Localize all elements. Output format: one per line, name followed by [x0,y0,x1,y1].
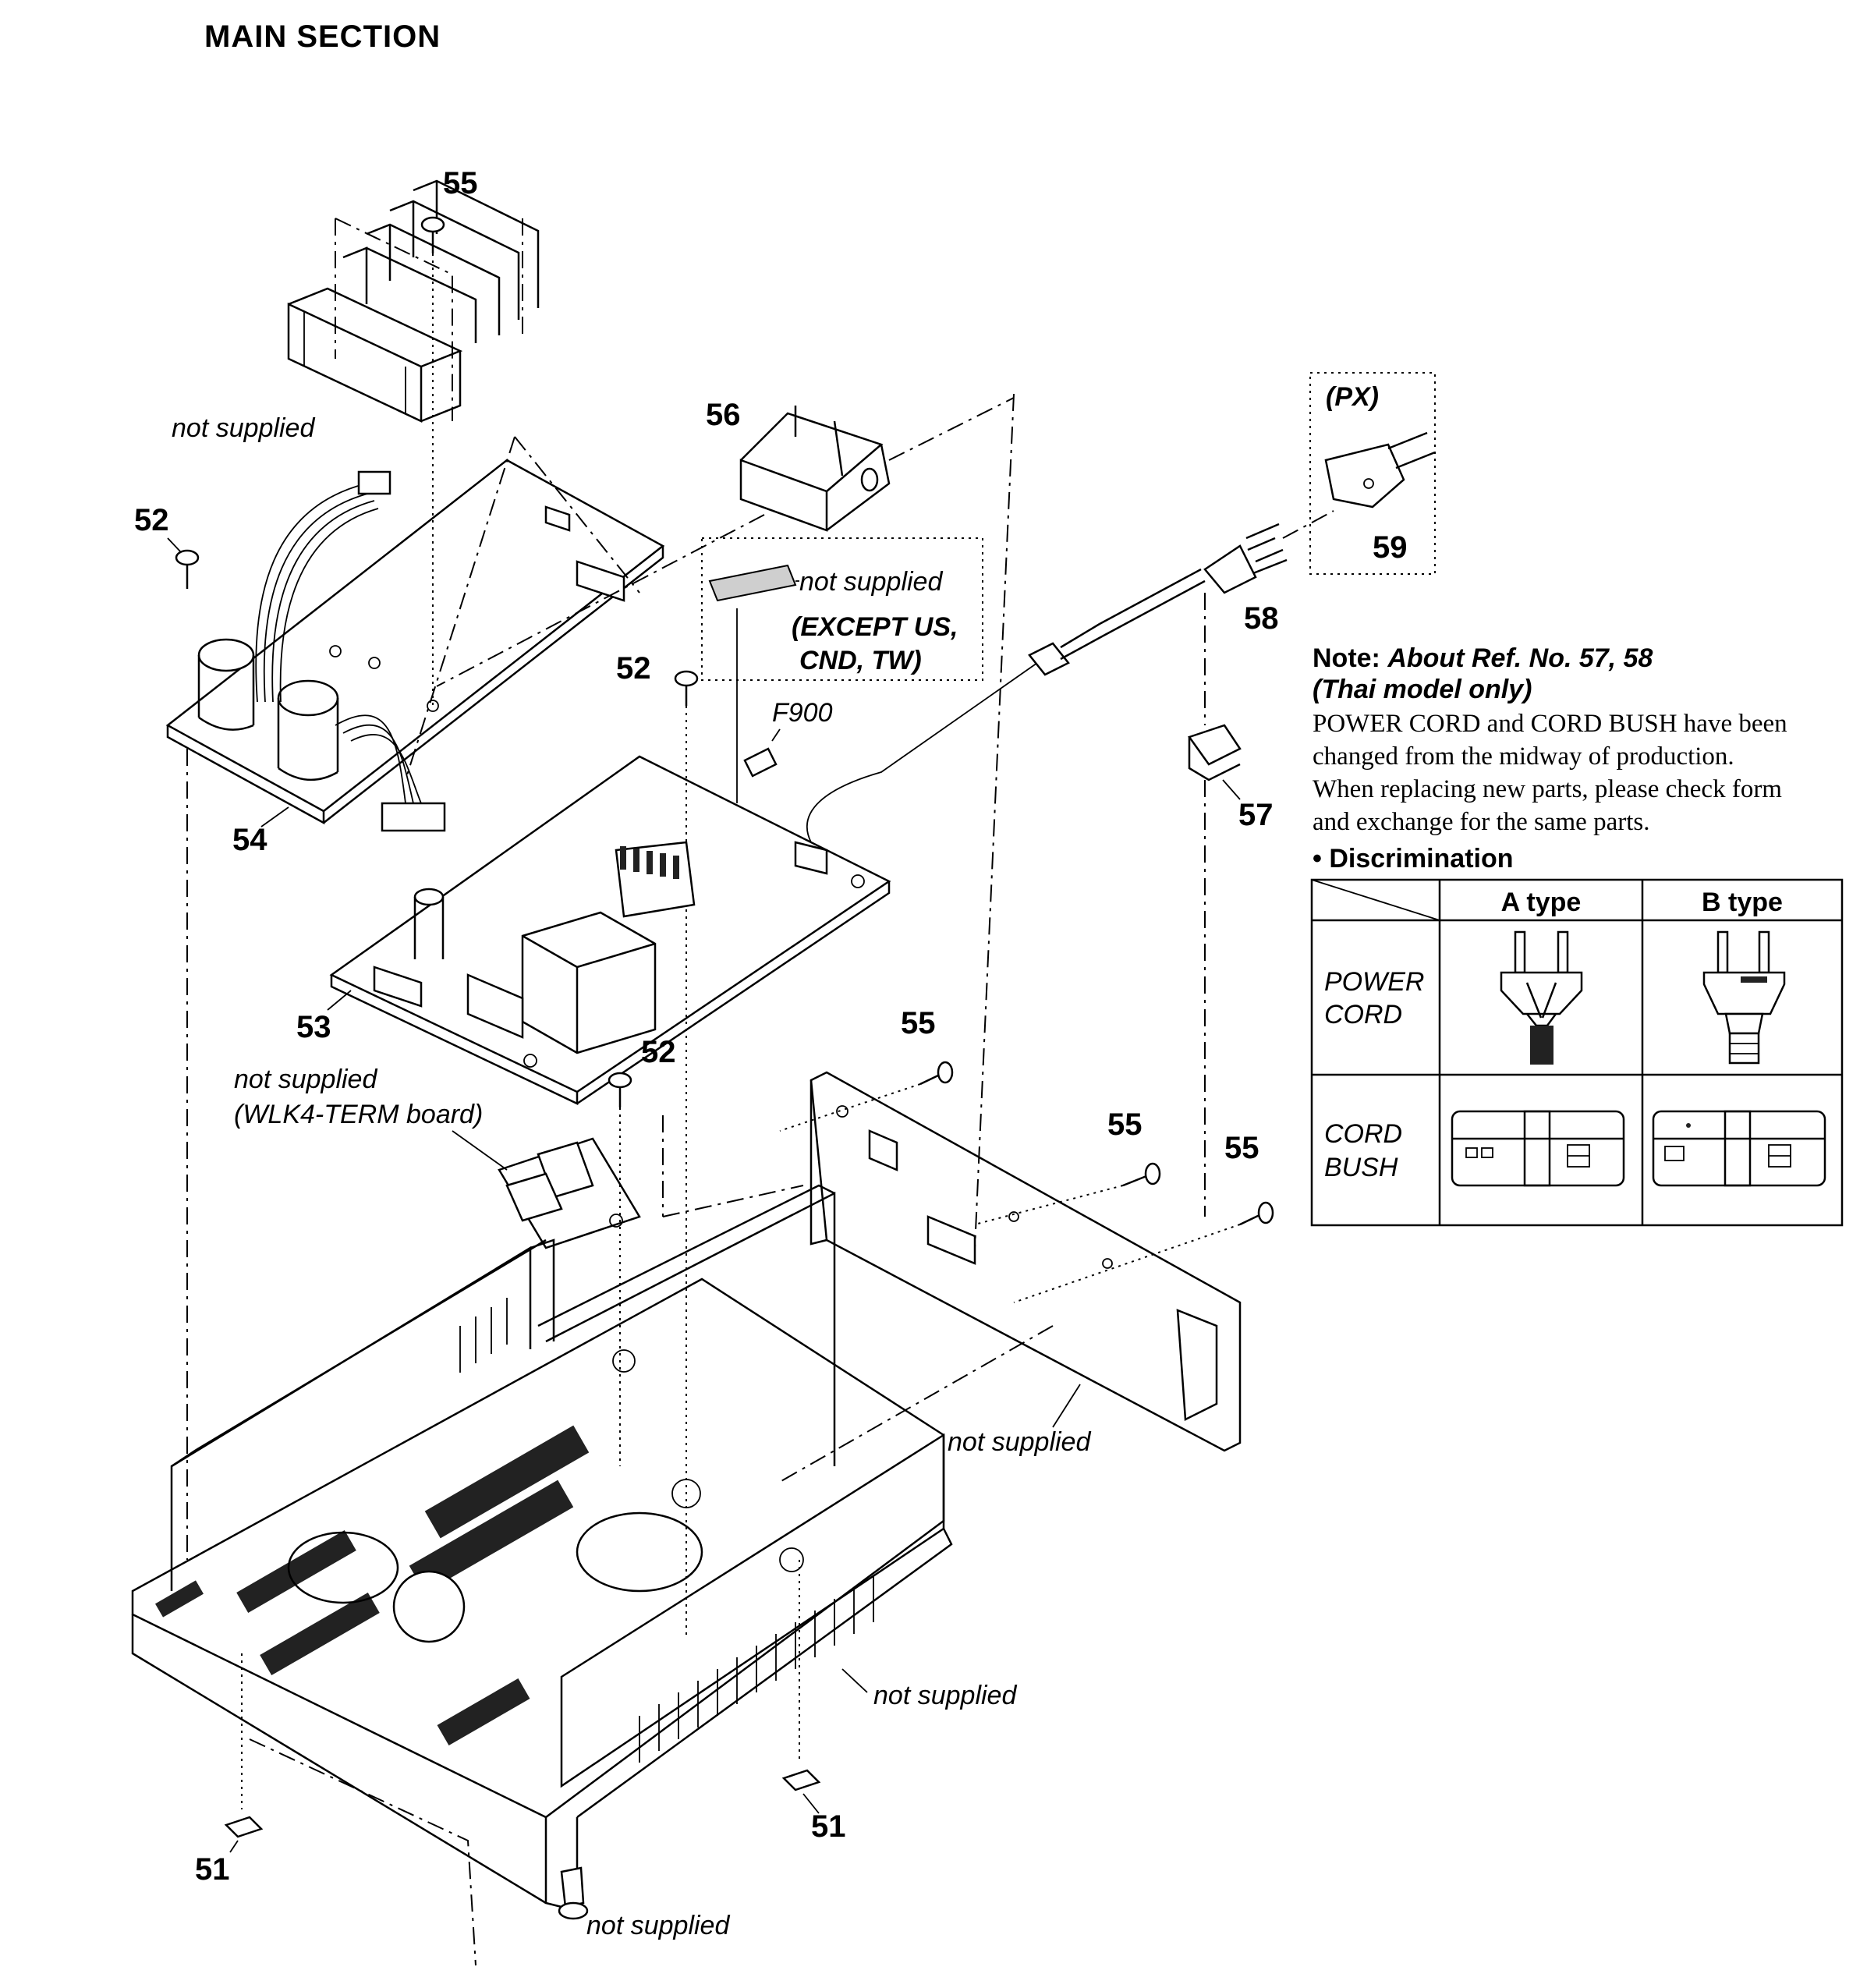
board-53 [329,755,891,1105]
callout-51-right: 51 [811,1809,846,1844]
note-line-1: POWER CORD and CORD BUSH have been [1313,710,1787,738]
label-not-supplied-panel: not supplied [948,1427,1091,1457]
screw-55-panel-a [919,1061,954,1086]
callout-51-left: 51 [195,1852,230,1887]
callout-55-panel-a: 55 [901,1006,936,1040]
table-row-cord-bush-line1: CORD [1324,1119,1402,1149]
label-not-supplied-foot: not supplied [586,1911,730,1940]
label-not-supplied-sticker: not supplied [799,567,943,597]
note-line-4: and exchange for the same parts. [1313,808,1649,836]
label-not-supplied-chassis: not supplied [873,1681,1017,1710]
note-heading: About Ref. No. 57, 58 [1387,643,1653,673]
label-except-line1: (EXCEPT US, [792,612,958,642]
callout-59: 59 [1373,530,1408,565]
callout-55-top: 55 [443,166,478,200]
cord-bush-57 [1187,593,1242,1217]
callout-56: 56 [706,398,741,432]
screw-52-term [608,1072,632,1466]
foot-51-left [224,1816,264,1838]
power-cord-lead [806,662,1038,843]
callout-57: 57 [1238,798,1274,832]
note-line-3: When replacing new parts, please check f… [1313,775,1782,803]
board-54 [165,459,665,832]
label-fuse: F900 [772,698,833,728]
bottom-screw [558,1866,589,1920]
plug-b-type-icon [1702,930,1786,1065]
discrimination-heading: • Discrimination [1313,844,1514,874]
callout-55-panel-b: 55 [1107,1107,1143,1142]
screw-55-panel-b [1122,1162,1161,1187]
callout-52-center: 52 [616,651,651,686]
label-not-supplied-term: not supplied [234,1065,377,1094]
bush-a-type-icon [1451,1110,1625,1187]
callout-58: 58 [1244,601,1279,636]
callout-52-term: 52 [641,1035,676,1069]
note-subheading: (Thai model only) [1313,675,1532,704]
screw-55-top [420,216,445,710]
rear-panel [810,1071,1242,1452]
screw-55-panel-c [1239,1201,1274,1226]
label-wlk4-term-board: (WLK4-TERM board) [234,1100,483,1129]
label-not-supplied-heatsink: not supplied [172,413,315,443]
table-header-a-type: A type [1501,888,1582,917]
callout-52-left: 52 [134,503,169,537]
label-px: (PX) [1326,382,1379,412]
power-cord-58 [1028,523,1288,676]
heat-sink [287,179,540,423]
heat-sink-guide [335,218,523,421]
note-block: Note: About Ref. No. 57, 58 (Thai model … [1313,643,1787,874]
table-row-power-cord-line1: POWER [1324,967,1424,997]
callout-55-panel-c: 55 [1224,1131,1259,1165]
px-region-box [1309,372,1436,575]
screw-52-left [175,549,200,589]
screw-52-center [674,670,699,1638]
callout-53: 53 [296,1010,331,1044]
section-title: MAIN SECTION [204,19,441,54]
table-row-cord-bush-line2: BUSH [1324,1153,1398,1182]
fuse-f900 [743,728,781,778]
discrimination-table: A type B type POWER CORD CORD BUSH [1310,878,1844,1227]
bush-b-type-icon [1652,1110,1826,1187]
plug-a-type-icon [1500,930,1583,1065]
foot-51-right [781,1769,821,1791]
plug-59 [1324,431,1436,509]
note-line-2: changed from the midway of production. [1313,742,1734,771]
table-header-b-type: B type [1702,888,1783,917]
chassis [131,1184,953,1912]
label-except-line2: CND, TW) [799,646,922,675]
label-region-box [701,537,983,681]
term-board [498,1137,641,1249]
bracket-56 [739,406,891,532]
callout-54: 54 [232,823,267,857]
svg-text:Note: About Ref. No. 57, 58: Note: About Ref. No. 57, 58 [1313,643,1653,673]
note-prefix: Note: [1313,643,1387,673]
table-row-power-cord-line2: CORD [1324,1000,1402,1029]
label-sticker [708,564,797,602]
